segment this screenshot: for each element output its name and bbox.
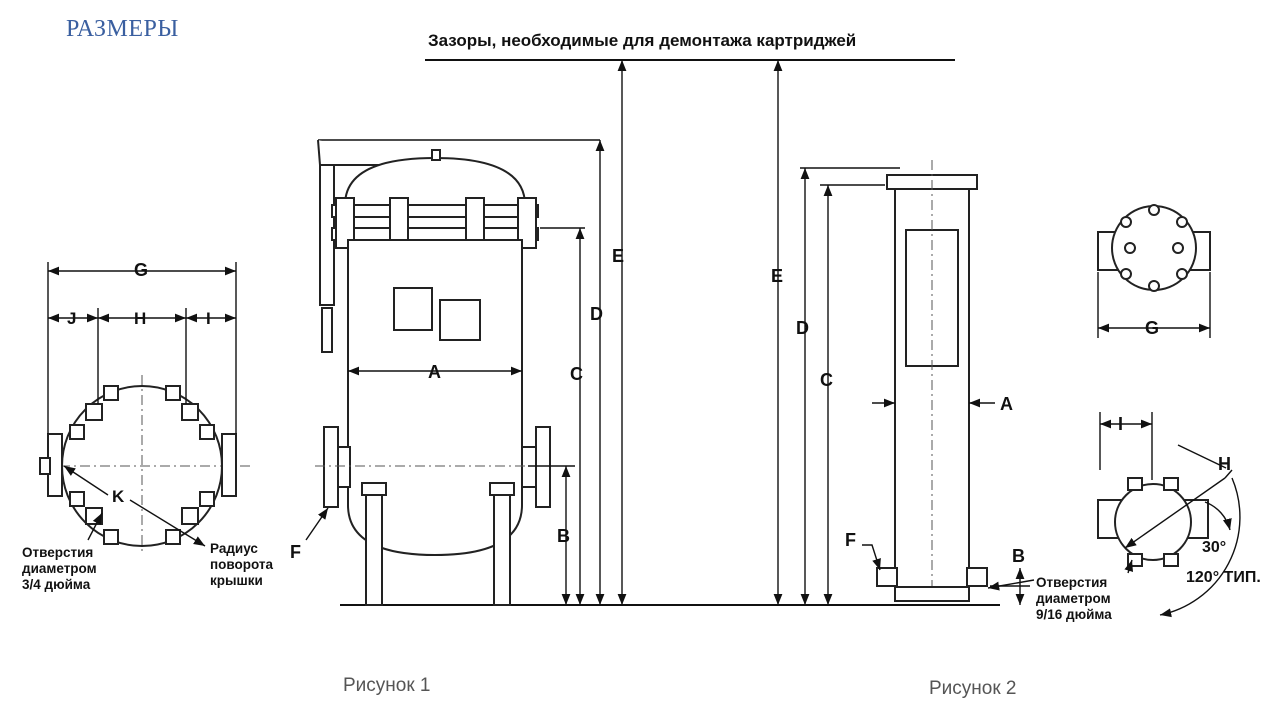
fig1-dim-d: D xyxy=(590,304,603,324)
clearance-note: Зазоры, необходимые для демонтажа картри… xyxy=(428,31,857,50)
fig2-angle-120: 120° ТИП. xyxy=(1186,569,1261,586)
fig1-caption: Рисунок 1 xyxy=(343,675,431,696)
fig2-dim-a: A xyxy=(1000,394,1013,414)
fig2-dim-i: I xyxy=(1118,414,1123,434)
fig1-dim-a: A xyxy=(428,362,441,382)
fig1-top-view xyxy=(39,262,250,555)
fig1-dim-c: C xyxy=(570,364,583,384)
fig1-vessel xyxy=(305,60,627,606)
fig1-dim-b: B xyxy=(557,526,570,546)
fig2-dim-c: C xyxy=(820,370,833,390)
fig2-vessel xyxy=(773,60,1035,605)
fig1-dim-e: E xyxy=(612,246,624,266)
fig2-dim-b: B xyxy=(1012,546,1025,566)
fig1-radius-note: Радиус поворота крышки xyxy=(210,541,274,588)
fig1-dim-i: I xyxy=(206,309,211,328)
fig1-dim-j: J xyxy=(67,309,76,328)
fig2-bottom-view xyxy=(1097,412,1241,618)
fig2-dim-g: G xyxy=(1145,318,1159,338)
fig1-holes-note: Отверстия диаметром 3/4 дюйма xyxy=(22,545,97,592)
fig2-holes-note: Отверстия диаметром 9/16 дюйма xyxy=(1036,575,1112,622)
fig1-dim-f: F xyxy=(290,542,301,562)
page-title: РАЗМЕРЫ xyxy=(66,16,179,42)
fig2-dim-f: F xyxy=(845,530,856,550)
fig1-dim-g: G xyxy=(134,260,148,280)
fig2-dim-h: H xyxy=(1218,454,1231,474)
fig1-dim-k: K xyxy=(112,487,125,506)
fig2-angle-30: 30° xyxy=(1202,539,1227,556)
fig2-caption: Рисунок 2 xyxy=(929,678,1017,699)
fig2-top-flange xyxy=(1097,204,1211,338)
fig2-dim-d: D xyxy=(796,318,809,338)
fig1-dim-h: H xyxy=(134,309,146,328)
fig2-dim-e: E xyxy=(771,266,783,286)
